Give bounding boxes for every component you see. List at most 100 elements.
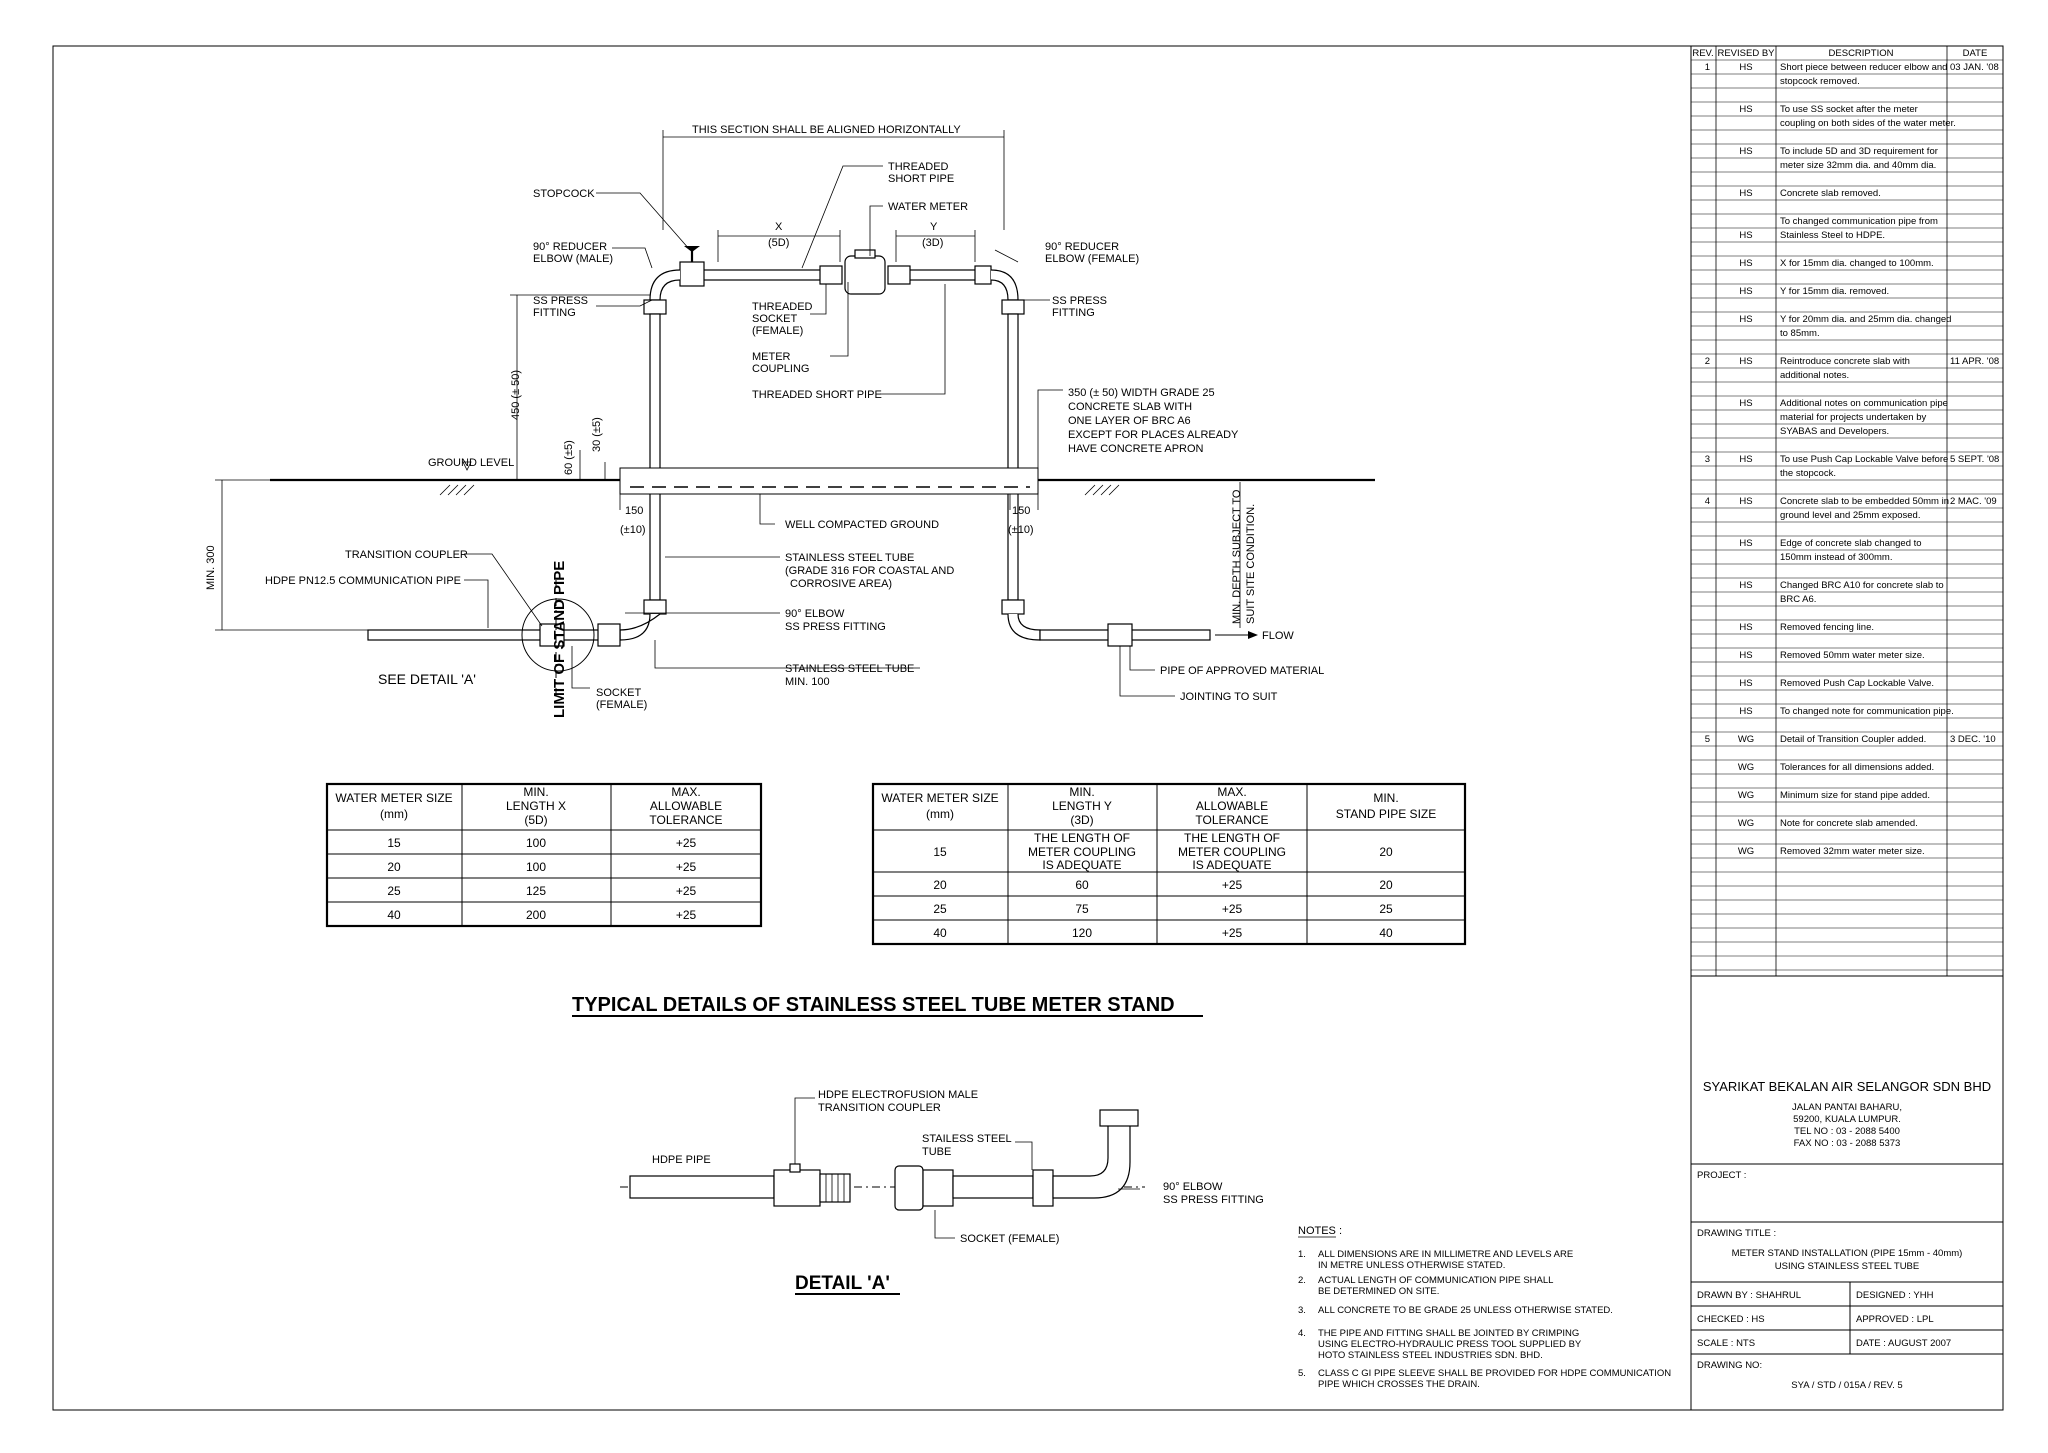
note-line: ALL DIMENSIONS ARE IN MILLIMETRE AND LEV…	[1318, 1249, 1573, 1260]
ss-press-right-a: SS PRESS	[1052, 295, 1107, 307]
t1-cell: 25	[387, 884, 401, 898]
rev-description: Y for 20mm dia. and 25mm dia. changed	[1780, 314, 1951, 325]
t2-cell: +25	[1222, 878, 1243, 892]
meter-coupling-left	[819, 265, 843, 285]
scale: SCALE : NTS	[1697, 1338, 1755, 1349]
t1-h-x-c: (5D)	[524, 813, 547, 827]
water-meter-label: WATER METER	[888, 201, 968, 213]
t1-h-tol-b: ALLOWABLE	[650, 799, 722, 813]
rev-number: 3	[1705, 454, 1710, 465]
rev-description: Tolerances for all dimensions added.	[1780, 762, 1934, 773]
rev-date: 11 APR. '08	[1950, 356, 1999, 367]
reducer-male-label-a: 90° REDUCER	[533, 241, 607, 253]
rev-by: WG	[1738, 734, 1754, 745]
dim-x-sub: (5D)	[768, 237, 789, 249]
t2-cell: 75	[1075, 902, 1089, 916]
stopcock	[679, 246, 705, 287]
ss-press-left-a: SS PRESS	[533, 295, 588, 307]
detail-elbow-a: 90° ELBOW	[1163, 1181, 1223, 1193]
rev-by: HS	[1739, 286, 1752, 297]
rev-by: HS	[1739, 104, 1752, 115]
dim-x: X	[775, 221, 783, 233]
t1-h-tol-c: TOLERANCE	[649, 813, 722, 827]
t2-h-y-b: LENGTH Y	[1052, 799, 1112, 813]
rev-date: 03 JAN. '08	[1950, 62, 1999, 73]
company-fax: FAX NO : 03 - 2088 5373	[1794, 1138, 1901, 1149]
t2-cell: 60	[1075, 878, 1089, 892]
t1-cell: 15	[387, 836, 401, 850]
detail-stailess-b: TUBE	[922, 1146, 951, 1158]
date: DATE : AUGUST 2007	[1856, 1338, 1951, 1349]
t2-r15-y-a: THE LENGTH OF	[1034, 831, 1130, 845]
threaded-socket-a: THREADED	[752, 301, 813, 313]
slab-note-b: CONCRETE SLAB WITH	[1068, 401, 1192, 413]
rev-description: Detail of Transition Coupler added.	[1780, 734, 1926, 745]
rev-by: HS	[1739, 314, 1752, 325]
transition-coupler-label: TRANSITION COUPLER	[345, 549, 468, 561]
rev-description: Changed BRC A10 for concrete slab to	[1780, 580, 1944, 591]
rev-by: WG	[1738, 846, 1754, 857]
flow-label: FLOW	[1262, 630, 1294, 642]
ss-tube-label-a: STAINLESS STEEL TUBE	[785, 552, 914, 564]
t2-h-pipe-a: MIN.	[1373, 791, 1398, 805]
rev-number: 4	[1705, 496, 1710, 507]
t2-r15-tol-b: METER COUPLING	[1178, 845, 1286, 859]
slab-note-d: EXCEPT FOR PLACES ALREADY	[1068, 429, 1239, 441]
rev-description: Concrete slab to be embedded 50mm in	[1780, 496, 1949, 507]
rev-by: HS	[1739, 496, 1752, 507]
rev-description: meter size 32mm dia. and 40mm dia.	[1780, 160, 1936, 171]
elbow-90-b: SS PRESS FITTING	[785, 621, 886, 633]
reducer-female-label-b: ELBOW (FEMALE)	[1045, 253, 1139, 265]
t1-h-size-b: (mm)	[380, 807, 408, 821]
meter-coupling-right	[887, 265, 911, 285]
rev-number: 2	[1705, 356, 1710, 367]
jointing-label: JOINTING TO SUIT	[1180, 691, 1278, 703]
stopcock-label: STOPCOCK	[533, 188, 595, 200]
t2-cell: +25	[1222, 926, 1243, 940]
t1-cell: 125	[526, 884, 546, 898]
threaded-socket-c: (FEMALE)	[752, 325, 803, 337]
rev-description: ground level and 25mm exposed.	[1780, 510, 1920, 521]
pipe-approved-label: PIPE OF APPROVED MATERIAL	[1160, 665, 1324, 677]
socket-label-b: (FEMALE)	[596, 699, 647, 711]
rev-description: To changed communication pipe from	[1780, 216, 1938, 227]
ss-tube-label-b: (GRADE 316 FOR COASTAL AND	[785, 565, 954, 577]
hdpe-comm-label: HDPE PN12.5 COMMUNICATION PIPE	[265, 575, 461, 587]
slab-note-e: HAVE CONCRETE APRON	[1068, 443, 1204, 455]
detail-hdpe-male-a: HDPE ELECTROFUSION MALE	[818, 1089, 978, 1101]
note-line: ACTUAL LENGTH OF COMMUNICATION PIPE SHAL…	[1318, 1275, 1553, 1286]
rev-date: 5 SEPT. '08	[1950, 454, 1999, 465]
t2-cell: 40	[933, 926, 947, 940]
project-label: PROJECT :	[1697, 1170, 1746, 1181]
rev-description: To include 5D and 3D requirement for	[1780, 146, 1938, 157]
rev-by: HS	[1739, 650, 1752, 661]
t1-h-x-b: LENGTH X	[506, 799, 566, 813]
dim-150-right: 150	[1012, 505, 1030, 517]
ss-tube-label-c: CORROSIVE AREA)	[790, 578, 892, 590]
table-2: WATER METER SIZE (mm) MIN. LENGTH Y (3D)…	[871, 782, 1467, 946]
rev-description: material for projects undertaken by	[1780, 412, 1927, 423]
rev-description: Removed Push Cap Lockable Valve.	[1780, 678, 1934, 689]
t2-h-tol-c: TOLERANCE	[1195, 813, 1268, 827]
note-number: 2.	[1298, 1275, 1306, 1286]
slab-note-a: 350 (± 50) WIDTH GRADE 25	[1068, 387, 1215, 399]
company-addr1: JALAN PANTAI BAHARU,	[1792, 1102, 1902, 1113]
threaded-short-pipe-2: THREADED SHORT PIPE	[752, 389, 882, 401]
t2-cell: 120	[1072, 926, 1092, 940]
rev-by: HS	[1739, 146, 1752, 157]
ss-press-right-b: FITTING	[1052, 307, 1095, 319]
rev-description: To use Push Cap Lockable Valve before	[1780, 454, 1948, 465]
t1-h-x-a: MIN.	[523, 785, 548, 799]
rev-description: Removed 32mm water meter size.	[1780, 846, 1925, 857]
t2-r15-tol-a: THE LENGTH OF	[1184, 831, 1280, 845]
rev-description: X for 15mm dia. changed to 100mm.	[1780, 258, 1934, 269]
rev-h-desc: DESCRIPTION	[1829, 48, 1894, 59]
dim-y-sub: (3D)	[922, 237, 943, 249]
t1-cell: 100	[526, 836, 546, 850]
rev-by: WG	[1738, 818, 1754, 829]
detail-stailess-a: STAILESS STEEL	[922, 1133, 1012, 1145]
rev-description: additional notes.	[1780, 370, 1849, 381]
rev-by: HS	[1739, 230, 1752, 241]
rev-by: HS	[1739, 62, 1752, 73]
t2-cell: +25	[1222, 902, 1243, 916]
